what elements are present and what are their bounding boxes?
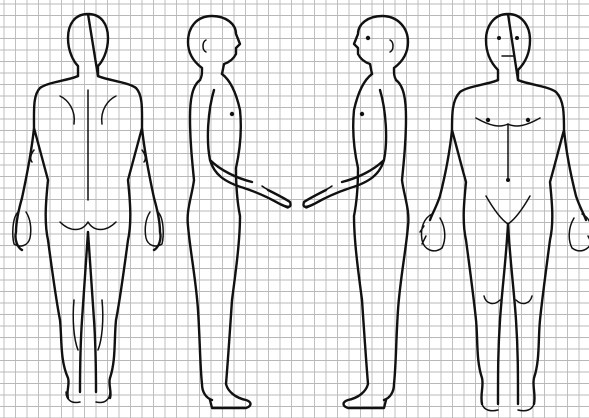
anterior-knees (484, 296, 532, 303)
posterior-calves (73, 300, 103, 350)
anterior-left-nipple (486, 118, 490, 122)
anterior-left-hand (420, 214, 445, 251)
posterior-feet (66, 392, 110, 403)
figure-posterior-view (13, 14, 163, 403)
anterior-inner-legs (498, 224, 518, 404)
lateral-right-arm (208, 90, 291, 207)
anterior-feet (482, 404, 534, 411)
lateral-left-arm (303, 90, 386, 207)
posterior-buttocks (60, 222, 116, 230)
lateral-left-nipple (360, 112, 364, 116)
lateral-left-hand (304, 186, 332, 208)
anterior-left-eye (497, 36, 501, 40)
lateral-left-eye (366, 36, 370, 40)
posterior-body-left (15, 76, 78, 398)
posterior-head (68, 14, 108, 76)
anterior-body-right (518, 80, 586, 404)
lateral-left-ear (390, 40, 393, 52)
anterior-right-nipple (526, 118, 530, 122)
figure-lateral-left-view (303, 16, 408, 408)
lateral-right-hand (262, 186, 290, 208)
anterior-body-left (430, 80, 498, 404)
posterior-body-right (98, 76, 161, 398)
lateral-right-nipple (230, 112, 234, 116)
lateral-right-ear (203, 40, 206, 52)
lateral-right-head (188, 16, 240, 80)
anterior-right-eye (515, 36, 519, 40)
lateral-left-front (344, 74, 387, 408)
lateral-right-front (210, 74, 251, 408)
lateral-left-back (384, 80, 408, 400)
anterior-navel (506, 178, 510, 182)
posterior-inner-legs (80, 232, 96, 392)
figure-lateral-right-view (188, 16, 291, 408)
anterior-head (486, 14, 530, 80)
lateral-left-head (354, 16, 408, 80)
figure-anterior-view (420, 14, 589, 411)
anterior-groin (486, 196, 530, 224)
